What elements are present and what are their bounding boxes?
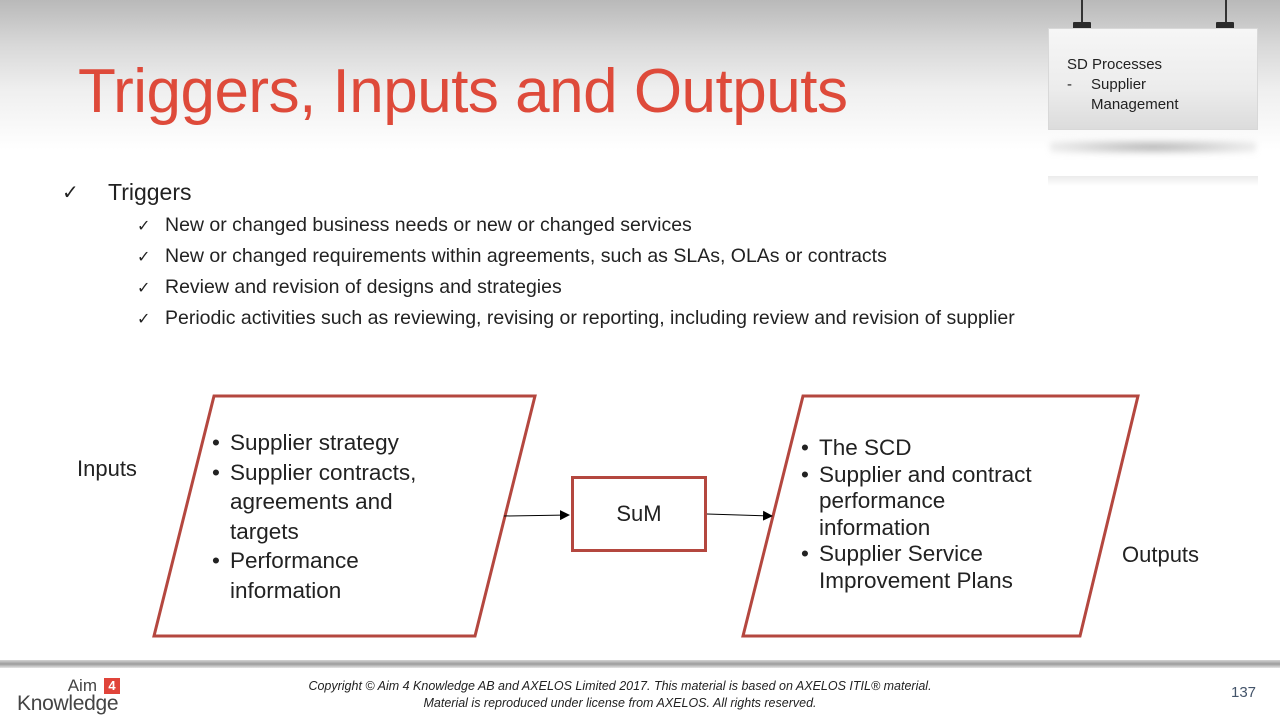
triggers-heading-row: ✓ Triggers [62,176,1015,208]
input-item: Supplier contracts, • Supplier contracts… [212,458,416,547]
sign-heading: SD Processes [1067,56,1163,73]
binder-clip-right-icon [1216,22,1234,30]
bullet-icon: • [212,430,220,455]
trigger-item: ✓ New or changed business needs or new o… [137,210,1015,241]
triggers-list: ✓ New or changed business needs or new o… [137,210,1015,334]
checkmark-icon: ✓ [137,248,151,266]
checkmark-icon: ✓ [137,279,151,297]
sign-subitem-cont: Management [1067,95,1257,115]
sign-reflection [1048,176,1258,186]
trigger-item: ✓ Review and revision of designs and str… [137,272,1015,303]
bullet-icon: • [801,435,809,460]
logo-aim: Aim [67,676,97,695]
outputs-parallelogram [741,394,1140,638]
sign-subitem-line2: Management [1091,96,1179,113]
inputs-parallelogram [152,394,537,638]
checkmark-icon: ✓ [137,217,151,235]
sign-wire-right [1225,0,1227,22]
aim4knowledge-logo: Aim 4 Knowledge [17,676,127,716]
logo-knowledge: Knowledge [17,692,119,715]
process-label: SuM [616,501,662,526]
trigger-item-text: New or changed business needs or new or … [165,214,692,236]
copyright-line1: Copyright © Aim 4 Knowledge AB and AXELO… [308,679,932,693]
bullet-icon: • [801,461,809,487]
arrow-process-to-outputs [706,510,773,521]
sign-dash: - [1067,76,1072,93]
section-sign: SD Processes - Supplier Management [1048,28,1258,130]
output-item: • Supplier Service Improvement Plans [801,541,1013,593]
triggers-heading: Triggers [108,178,192,205]
process-box-sum: SuM [571,476,707,552]
trigger-item-text: Review and revision of designs and strat… [165,276,562,298]
output-item: • Supplier and contract performance info… [801,461,1032,540]
checkmark-icon: ✓ [62,181,79,204]
input-item: • Performance information [212,546,416,605]
trigger-item: ✓ Periodic activities such as reviewing,… [137,303,1015,334]
checkmark-icon: ✓ [137,310,151,328]
outputs-list: • The SCD • Supplier and contract perfor… [801,435,1032,594]
arrow-inputs-to-process [503,510,570,521]
trigger-item-text: Periodic activities such as reviewing, r… [165,307,1015,329]
sign-subitem: - Supplier [1067,75,1257,95]
page-number: 137 [1231,684,1257,701]
copyright-line2: Material is reproduced under license fro… [423,696,817,710]
sign-subitem-line1: Supplier [1091,76,1147,93]
slide-title: Triggers, Inputs and Outputs [78,57,848,126]
logo-four-icon: 4 [104,678,120,694]
input-item: • Supplier strategy [212,428,416,458]
process-diagram: Inputs Outputs • Supplier strategy Suppl… [0,380,1280,650]
inputs-label: Inputs [77,456,137,481]
sign-wire-left [1081,0,1083,22]
bullet-icon: • [212,459,220,485]
output-item: • The SCD [801,435,912,460]
inputs-list: • Supplier strategy Supplier contracts, … [212,428,416,605]
bullet-icon: • [212,548,220,573]
footer-divider [0,660,1280,668]
triggers-section: ✓ Triggers ✓ New or changed business nee… [62,176,1015,334]
trigger-item: ✓ New or changed requirements within agr… [137,241,1015,272]
diagram-shapes [152,394,1140,638]
bullet-icon: • [801,541,809,566]
sign-shadow [1050,140,1256,154]
copyright-notice: Copyright © Aim 4 Knowledge AB and AXELO… [240,678,1000,712]
outputs-label: Outputs [1122,542,1200,567]
binder-clip-left-icon [1073,22,1091,30]
trigger-item-text: New or changed requirements within agree… [165,245,887,267]
